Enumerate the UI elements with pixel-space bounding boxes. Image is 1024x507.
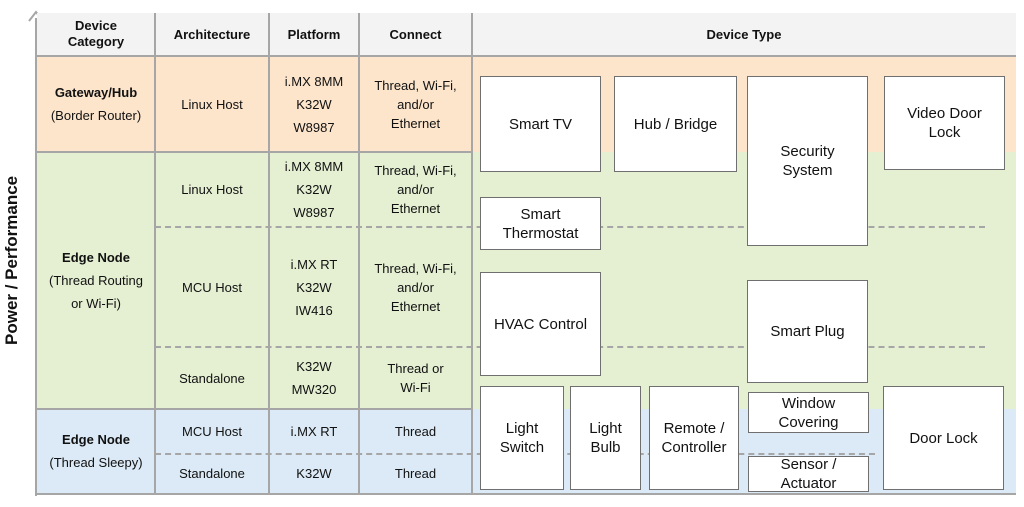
device-label: Door Lock (909, 429, 978, 447)
device-label: Hub / Bridge (633, 115, 718, 133)
platform-cell: K32W MW320 (269, 347, 359, 409)
column-divider (154, 13, 156, 494)
category-title: Edge Node (62, 432, 130, 447)
platform-value: MW320 (291, 382, 337, 397)
category-subtitle: (Border Router) (50, 108, 142, 123)
device-label: Window Covering (778, 394, 839, 431)
architecture-value: Linux Host (181, 97, 243, 112)
platform-value: IW416 (295, 302, 333, 318)
header-device-category-label: Device Category (67, 18, 125, 49)
device-window-covering: Window Covering (748, 392, 869, 433)
category-title: Gateway/Hub (54, 85, 138, 100)
platform-value: i.MX 8MM (284, 159, 344, 174)
device-label: Smart TV (508, 115, 573, 133)
header-device-category: Device Category (37, 13, 155, 57)
platform-value: W8987 (293, 205, 335, 220)
header-platform-label: Platform (287, 26, 341, 42)
architecture-cell: MCU Host (155, 409, 269, 454)
device-hub-bridge: Hub / Bridge (614, 76, 737, 172)
architecture-value: Standalone (179, 370, 245, 386)
architecture-cell: Linux Host (155, 152, 269, 227)
platform-value: i.MX 8MM (284, 74, 344, 89)
platform-cell: i.MX RT (269, 409, 359, 454)
category-subtitle: (Thread Sleepy) (49, 455, 143, 470)
architecture-cell: Standalone (155, 454, 269, 493)
architecture-cell: MCU Host (155, 227, 269, 347)
device-video-door-lock: Video Door Lock (884, 76, 1005, 170)
header-device-type-label: Device Type (706, 26, 782, 42)
connect-value: Thread (394, 424, 437, 439)
column-divider (358, 13, 360, 494)
device-remote-controller: Remote / Controller (649, 386, 739, 490)
header-connect: Connect (359, 13, 472, 57)
device-light-bulb: Light Bulb (570, 386, 641, 490)
row-divider (37, 408, 472, 410)
y-axis-label: Power / Performance (2, 175, 21, 345)
device-hvac-control: HVAC Control (480, 272, 601, 376)
device-label: Smart Thermostat (502, 205, 579, 242)
column-divider (268, 13, 270, 494)
platform-cell: i.MX 8MM K32W W8987 (269, 57, 359, 152)
architecture-value: MCU Host (182, 279, 242, 295)
category-title: Edge Node (62, 249, 130, 265)
device-smart-tv: Smart TV (480, 76, 601, 172)
header-device-type: Device Type (472, 13, 1016, 57)
header-platform: Platform (269, 13, 359, 57)
connect-cell: Thread, Wi-Fi, and/or Ethernet (359, 227, 472, 347)
device-label: HVAC Control (493, 315, 588, 333)
connect-cell: Thread (359, 409, 472, 454)
header-connect-label: Connect (389, 26, 442, 42)
platform-value: K32W (296, 359, 332, 374)
architecture-value: Standalone (179, 466, 245, 481)
header-architecture: Architecture (155, 13, 269, 57)
device-security-system: Security System (747, 76, 868, 246)
platform-value: K32W (296, 182, 332, 197)
connect-cell: Thread, Wi-Fi, and/or Ethernet (359, 152, 472, 227)
platform-value: i.MX RT (290, 424, 338, 439)
platform-cell: i.MX 8MM K32W W8987 (269, 152, 359, 227)
category-edge-node: Edge Node (Thread Routing or Wi-Fi) (37, 152, 155, 409)
connect-cell: Thread (359, 454, 472, 493)
device-label: Light Switch (499, 420, 545, 456)
row-divider (37, 151, 472, 153)
platform-value: K32W (296, 279, 332, 295)
device-label: Light Bulb (589, 420, 622, 456)
connect-cell: Thread or Wi-Fi (359, 347, 472, 409)
platform-value: K32W (296, 97, 332, 112)
architecture-value: MCU Host (182, 424, 242, 439)
connect-value: Thread, Wi-Fi, and/or Ethernet (374, 163, 457, 216)
platform-value: K32W (296, 466, 332, 481)
category-subtitle: or Wi-Fi) (71, 295, 121, 311)
platform-cell: K32W (269, 454, 359, 493)
device-door-lock: Door Lock (883, 386, 1004, 490)
connect-value: Thread or Wi-Fi (387, 361, 444, 395)
table-bottom-border (37, 493, 1016, 495)
category-edge-node-sleepy: Edge Node (Thread Sleepy) (37, 409, 155, 494)
connect-value: Thread (394, 466, 437, 481)
architecture-cell: Standalone (155, 347, 269, 409)
device-label: Security System (780, 143, 835, 179)
column-divider (471, 13, 473, 494)
device-label: Smart Plug (770, 323, 845, 340)
device-light-switch: Light Switch (480, 386, 564, 490)
device-label: Sensor / Actuator (780, 456, 837, 492)
device-label: Video Door Lock (907, 105, 982, 141)
platform-value: W8987 (293, 120, 335, 135)
connect-value: Thread, Wi-Fi, and/or Ethernet (374, 78, 457, 131)
category-subtitle: (Thread Routing (49, 272, 143, 288)
platform-value: i.MX RT (290, 256, 338, 272)
connect-value: Thread, Wi-Fi, and/or Ethernet (374, 260, 457, 314)
architecture-value: Linux Host (181, 182, 243, 197)
y-axis-line (35, 18, 37, 496)
device-smart-thermostat: Smart Thermostat (480, 197, 601, 250)
architecture-cell: Linux Host (155, 57, 269, 152)
header-architecture-label: Architecture (173, 26, 251, 42)
device-label: Remote / Controller (661, 420, 727, 456)
category-gateway: Gateway/Hub (Border Router) (37, 57, 155, 152)
device-sensor-actuator: Sensor / Actuator (748, 456, 869, 492)
platform-cell: i.MX RT K32W IW416 (269, 227, 359, 347)
device-smart-plug: Smart Plug (747, 280, 868, 383)
connect-cell: Thread, Wi-Fi, and/or Ethernet (359, 57, 472, 152)
